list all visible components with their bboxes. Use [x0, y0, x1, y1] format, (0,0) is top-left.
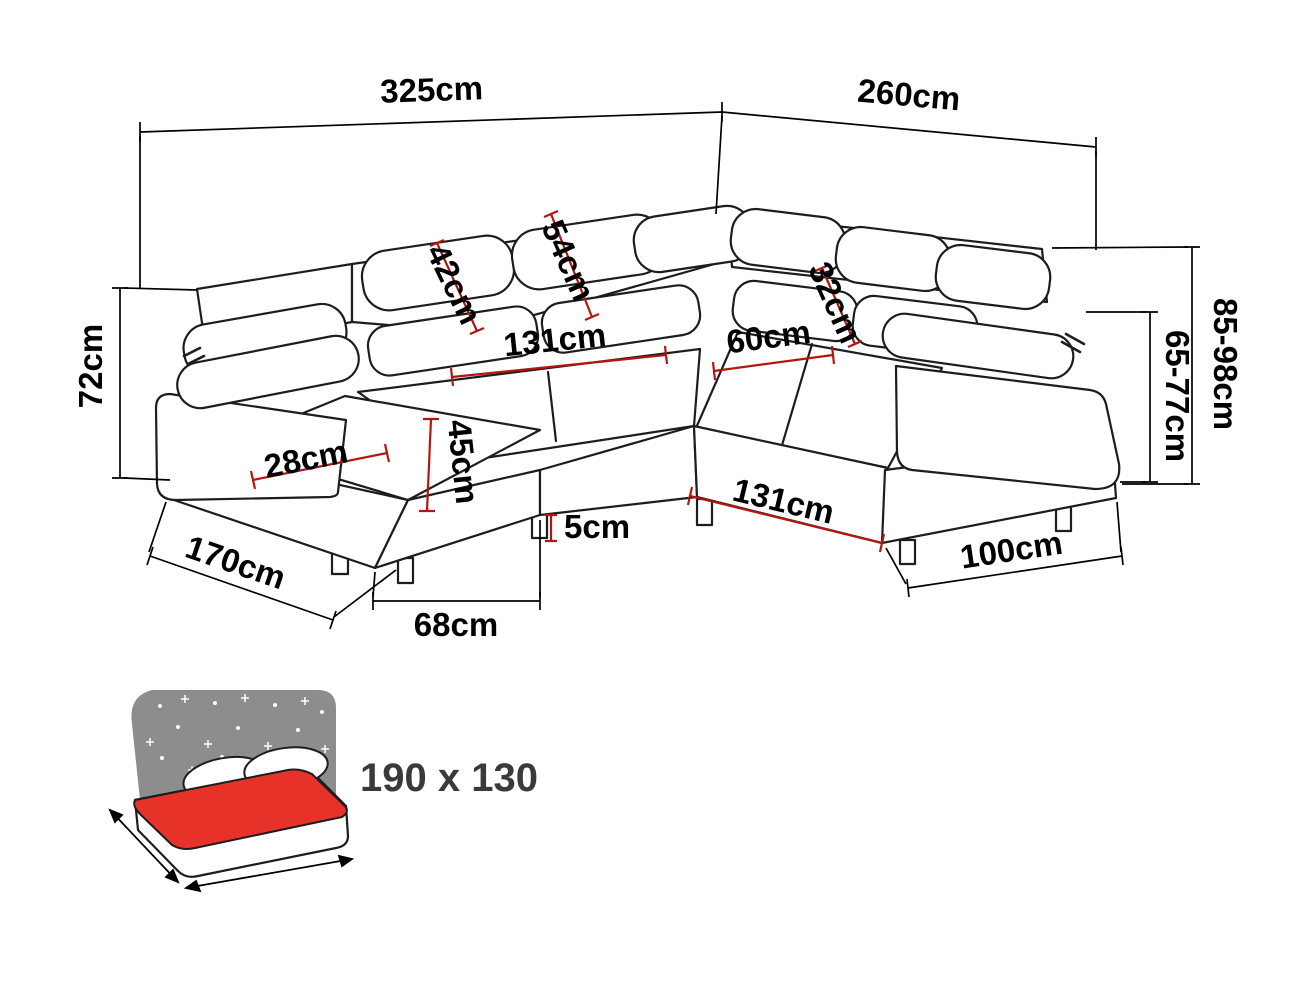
- armrest-body-right: [894, 364, 1121, 491]
- dim-ticks: [146, 546, 337, 630]
- sofa-leg: [396, 556, 415, 585]
- dim-label-seat-height: 45cm: [441, 418, 487, 506]
- dim-line: [139, 111, 723, 133]
- dim-ticks: [814, 263, 863, 349]
- arrow-line: [185, 858, 353, 889]
- dim-line: [435, 242, 479, 332]
- star: [213, 701, 217, 705]
- dim-back-height-left: 72cm: [72, 287, 198, 481]
- star-cross: [181, 695, 189, 703]
- star: [160, 756, 164, 760]
- dim-line: [252, 451, 388, 482]
- sleeping-function-icon: 190 x 130: [108, 690, 538, 893]
- dim-line: [689, 494, 883, 545]
- dim-extension: [139, 115, 723, 288]
- back-cushion: [540, 284, 702, 354]
- star-cross: [241, 694, 249, 702]
- sofa-leg: [898, 538, 917, 566]
- back-cushion: [366, 305, 540, 377]
- dim-label-total-width: 325cm: [380, 69, 484, 110]
- dim-ticks: [429, 238, 485, 336]
- star-cross: [301, 697, 309, 705]
- dim-leg-height: 5cm: [545, 508, 630, 545]
- arrowhead-icon: [108, 808, 124, 824]
- bed-size-label: 190 x 130: [360, 756, 538, 800]
- dim-ticks: [545, 513, 557, 543]
- star: [320, 710, 324, 714]
- dim-line: [713, 353, 834, 373]
- star: [273, 703, 277, 707]
- dim-ticks: [711, 345, 836, 381]
- dim-back-height-right: 85-98cm: [1051, 246, 1244, 485]
- dim-label-leg-height: 5cm: [564, 508, 630, 545]
- armrest-bolster-left: [176, 334, 360, 410]
- dim-label-back-height-right: 85-98cm: [1207, 298, 1244, 430]
- star-cross: [204, 740, 212, 748]
- dim-seat-height: 45cm: [419, 417, 487, 513]
- seat-seam: [546, 370, 558, 443]
- dim-extension: [372, 520, 541, 598]
- headrest-cushion: [834, 225, 952, 293]
- dim-extension: [1086, 311, 1146, 483]
- dim-total-depth: 260cm: [721, 72, 1097, 250]
- dim-extension: [123, 287, 198, 481]
- dim-label-chaise-front-width: 68cm: [414, 606, 498, 643]
- dim-line: [149, 555, 334, 621]
- sofa-leg: [695, 497, 714, 527]
- bed-dimension-arrows: [108, 808, 355, 893]
- dim-line: [425, 418, 433, 512]
- seat-seam: [778, 342, 814, 454]
- dim-extension: [1051, 246, 1189, 485]
- dim-total-width: 325cm: [139, 69, 723, 288]
- arrow-line: [109, 809, 179, 883]
- dim-label-total-depth: 260cm: [856, 72, 962, 118]
- dim-chaise-front-width: 68cm: [372, 520, 541, 643]
- star: [158, 704, 162, 708]
- star-cross: [146, 738, 154, 746]
- dim-label-back-height-left: 72cm: [72, 324, 109, 408]
- armrest-body-left: [154, 392, 348, 502]
- arrowhead-icon: [183, 879, 202, 893]
- star-cross: [264, 742, 272, 750]
- hinge-bracket-icon: [182, 346, 206, 366]
- outer-dimension-lines: 325cm 260cm 72cm 85-98cm: [72, 69, 1244, 643]
- dim-ticks: [249, 443, 391, 490]
- dim-line: [451, 353, 667, 379]
- dim-line: [907, 555, 1123, 589]
- armrest-bolster-right: [881, 312, 1075, 380]
- dim-ticks: [449, 345, 669, 387]
- dim-label-armrest-height-right: 65-77cm: [1159, 330, 1196, 462]
- dim-seat-width-left: 131cm: [449, 316, 669, 387]
- mattress-top-surface: [133, 768, 348, 850]
- headrest-cushion: [934, 243, 1052, 311]
- star: [296, 728, 300, 732]
- sofa-drawing: [154, 204, 1121, 585]
- dim-ticks: [686, 486, 886, 553]
- star: [176, 725, 180, 729]
- star: [236, 726, 240, 730]
- dim-ticks: [419, 417, 439, 513]
- arrowhead-icon: [337, 854, 355, 868]
- dim-ticks: [543, 209, 600, 322]
- dim-line: [721, 111, 1097, 148]
- arrowhead-icon: [164, 868, 180, 884]
- dim-extension: [148, 501, 397, 618]
- dim-line: [549, 213, 594, 318]
- hinge-bracket-icon: [1060, 332, 1086, 354]
- dim-armrest-height-right: 65-77cm: [1086, 311, 1196, 483]
- star-cross: [321, 745, 329, 753]
- dim-line: [820, 267, 857, 345]
- dim-extension: [885, 501, 1122, 585]
